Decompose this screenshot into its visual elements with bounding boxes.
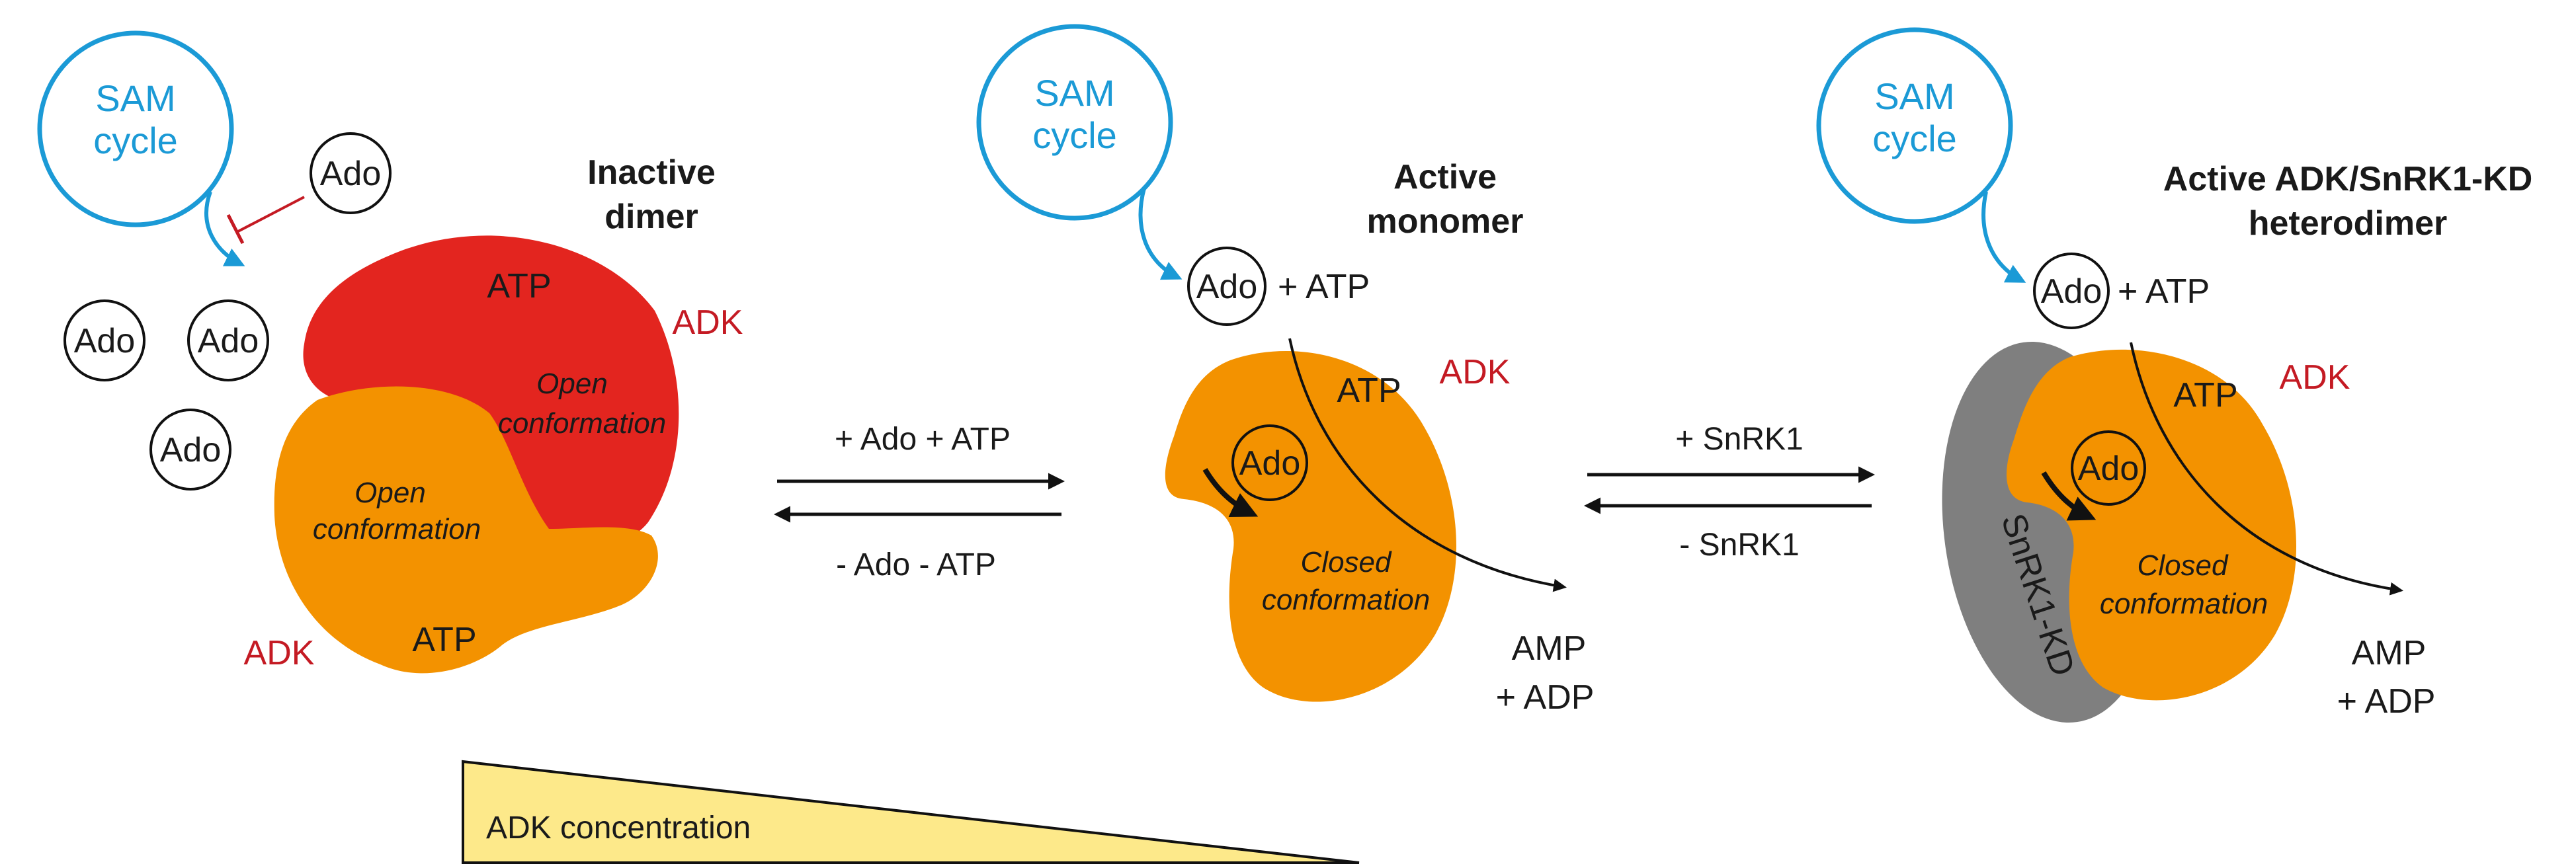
sam-to-ado-arrow — [1138, 188, 1183, 280]
ado-molecule — [310, 132, 392, 214]
adk-label: ADK — [2280, 358, 2350, 397]
plus-atp-label: + ATP — [2118, 272, 2210, 311]
ado-label: Ado — [160, 431, 222, 469]
sam-cycle-label: cycle — [93, 120, 178, 161]
ado-label: Ado — [1239, 444, 1301, 483]
adk-closed-subunit — [2006, 349, 2297, 701]
inhibition-bar — [226, 214, 245, 245]
sam-cycle-label: SAM — [1034, 72, 1114, 114]
ado-binding-arrow — [2041, 471, 2097, 521]
adk-red-subunit — [303, 235, 679, 547]
equilibrium-ado-atp: + Ado + ATP - Ado - ATP — [774, 422, 1065, 582]
sam-cycle-circle — [1816, 27, 2013, 224]
ado-label: Ado — [1196, 268, 1258, 306]
sam-cycle-label: cycle — [1032, 114, 1117, 156]
atp-label: ATP — [2173, 376, 2237, 414]
atp-label: ATP — [1337, 372, 1401, 410]
adk-label: ADK — [1440, 353, 1511, 391]
conformation-label: Open — [354, 477, 426, 509]
panel-heterodimer: SAM cycle Ado + ATP SnRK1-KD Ado ATP ADK… — [1816, 27, 2533, 723]
sam-to-ado-arrow — [204, 190, 245, 266]
conformation-label: conformation — [2100, 588, 2268, 620]
adk-closed-monomer — [1165, 350, 1457, 702]
ado-label: Ado — [2078, 450, 2140, 488]
product-label: AMP — [2352, 634, 2427, 672]
panel-active-monomer: SAM cycle Ado + ATP Ado ATP ADK Closed c… — [976, 24, 1595, 717]
ado-label: Ado — [2041, 272, 2102, 311]
sam-cycle-label: SAM — [1874, 75, 1954, 117]
panel-title: monomer — [1367, 202, 1524, 241]
ado-label: Ado — [74, 322, 136, 360]
conformation-label: Closed — [1301, 546, 1392, 578]
ado-molecule — [1187, 247, 1267, 326]
ado-molecule — [2033, 253, 2110, 329]
panel-title: Inactive — [587, 153, 716, 192]
conformation-label: conformation — [498, 407, 666, 440]
inhibition-line — [237, 196, 305, 233]
adk-orange-subunit — [274, 386, 658, 674]
panel-title: Active — [1393, 158, 1497, 196]
reverse-reaction-label: - Ado - ATP — [836, 547, 996, 582]
reaction-arrow — [1288, 338, 1567, 592]
gradient-wedge — [462, 760, 1360, 864]
adk-concentration-gradient: ADK concentration — [462, 760, 1360, 864]
product-label: AMP — [1512, 629, 1587, 668]
forward-reaction-label: + SnRK1 — [1675, 422, 1803, 457]
ado-bound — [2071, 430, 2146, 506]
equilibrium-snrk1: + SnRK1 - SnRK1 — [1584, 422, 1875, 563]
ado-molecule — [149, 409, 231, 491]
forward-reaction-label: + Ado + ATP — [835, 422, 1011, 457]
panel-inactive-dimer: SAM cycle Ado Ado Ado Ado ATP ADK Open c… — [37, 30, 743, 674]
ado-label: Ado — [320, 155, 382, 193]
adk-label: ADK — [673, 303, 743, 342]
ado-molecule — [63, 299, 145, 381]
atp-label: ATP — [412, 621, 476, 659]
conformation-label: Open — [536, 368, 608, 400]
ado-label: Ado — [198, 322, 259, 360]
panel-title: dimer — [604, 198, 698, 236]
ado-molecule — [187, 299, 269, 381]
sam-cycle-circle — [37, 30, 234, 227]
ado-bound — [1231, 424, 1308, 501]
product-label: + ADP — [2337, 682, 2436, 721]
atp-label: ATP — [487, 267, 551, 305]
reverse-reaction-label: - SnRK1 — [1679, 528, 1799, 563]
product-label: + ADP — [1496, 678, 1595, 717]
sam-cycle-label: cycle — [1872, 118, 1957, 159]
conformation-label: conformation — [313, 513, 481, 545]
sam-cycle-label: SAM — [95, 77, 175, 119]
panel-title: heterodimer — [2249, 204, 2448, 243]
ado-binding-arrow — [1202, 467, 1259, 518]
gradient-label: ADK concentration — [486, 810, 751, 846]
adk-label: ADK — [244, 634, 315, 672]
sam-to-ado-arrow — [1981, 191, 2026, 283]
conformation-label: Closed — [2138, 549, 2229, 582]
plus-atp-label: + ATP — [1278, 268, 1370, 306]
sam-cycle-circle — [976, 24, 1173, 221]
conformation-label: conformation — [1262, 584, 1430, 616]
reaction-arrow — [2130, 342, 2403, 596]
panel-title: Active ADK/SnRK1-KD — [2163, 160, 2533, 198]
